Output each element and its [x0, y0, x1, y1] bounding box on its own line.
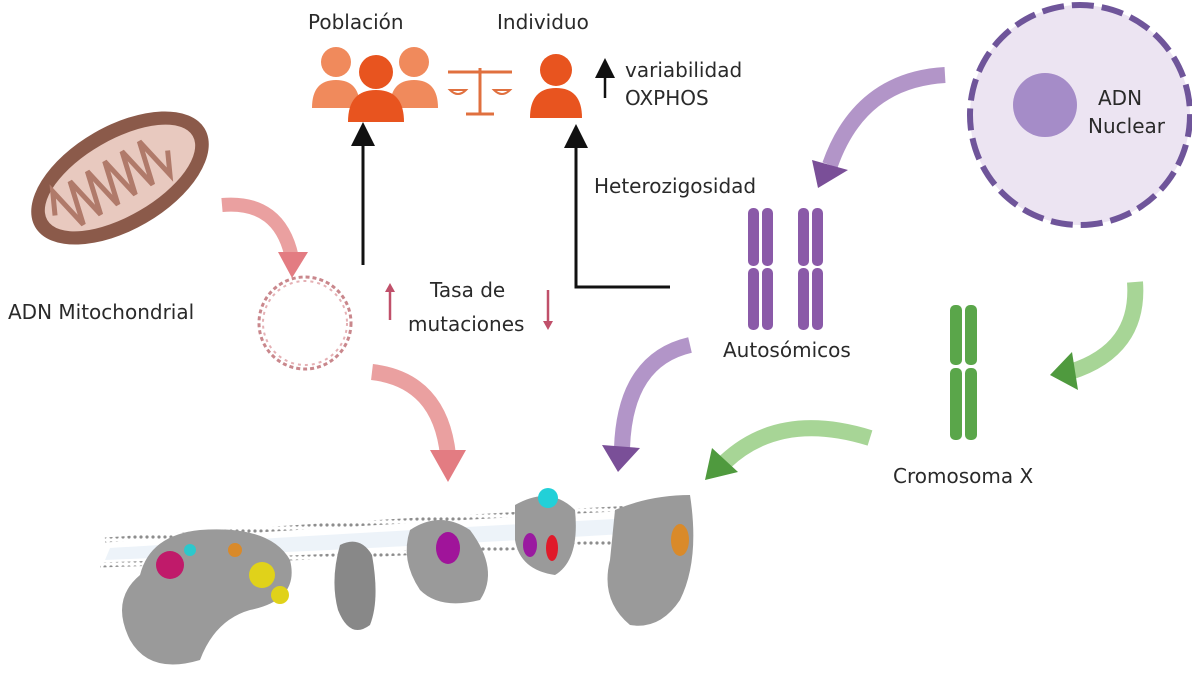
- nuclear-dna-label-line1: ADN: [1098, 86, 1143, 110]
- complex-iv: [515, 496, 576, 575]
- curved-arrow-purple-1: [812, 67, 946, 188]
- curved-arrow-pink-1: [221, 197, 308, 278]
- x-chromosome-label: Cromosoma X: [893, 464, 1034, 488]
- individual-label: Individuo: [497, 10, 589, 34]
- curved-arrow-green-1: [1050, 281, 1144, 390]
- heterozygosity-label: Heterozigosidad: [594, 174, 757, 198]
- arrow-to-individual: [564, 124, 670, 289]
- mitochondria-icon: [31, 111, 209, 245]
- autosomal-label: Autosómicos: [723, 338, 851, 362]
- nuclear-dna-label-line2: Nuclear: [1088, 114, 1165, 138]
- individual-icon: [530, 54, 582, 118]
- x-chromosome-icon: [950, 305, 977, 440]
- nucleus-icon: [967, 2, 1192, 228]
- population-label: Población: [308, 10, 404, 34]
- variability-label-line1: variabilidad: [625, 58, 743, 82]
- circular-mtdna-icon: [257, 275, 353, 371]
- balance-scale-icon: [447, 68, 513, 116]
- curved-arrow-purple-2: [602, 337, 693, 472]
- population-icon: [312, 47, 438, 122]
- variability-label-line2: OXPHOS: [625, 86, 709, 110]
- curved-arrow-pink-2: [370, 364, 466, 482]
- complex-v: [607, 495, 694, 626]
- complex-ii: [334, 541, 376, 630]
- curved-arrow-green-2: [705, 420, 873, 480]
- mito-dna-label: ADN Mitochondrial: [8, 300, 195, 324]
- mutation-rate-label-line2: mutaciones: [408, 312, 525, 336]
- autosomal-chromosomes-icon: [748, 208, 823, 330]
- mutation-rate-label-line1: Tasa de: [430, 278, 506, 302]
- oxphos-complexes: [99, 488, 694, 665]
